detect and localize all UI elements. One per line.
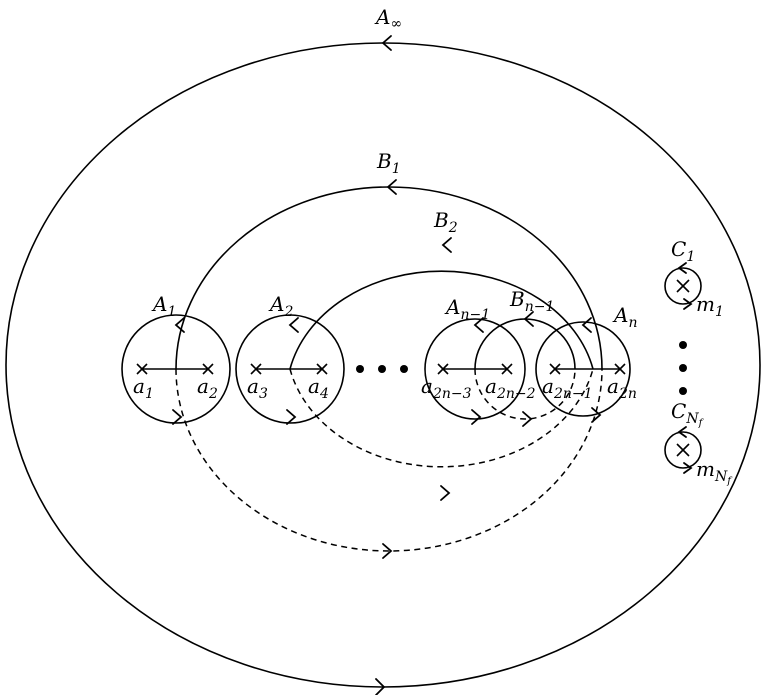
an-bottom-arrow — [591, 407, 602, 423]
vertical-ellipsis-dot — [679, 341, 687, 349]
b2-cycle-upper — [289, 270, 594, 370]
branch-point-label-a2n-1: a2n−1 — [542, 374, 593, 402]
vertical-ellipsis-dot — [679, 364, 687, 372]
ellipsis-dot — [356, 365, 364, 373]
an1-cycle-circle — [424, 318, 526, 420]
branch-point-cross — [501, 363, 513, 375]
an1-bottom-arrow — [471, 409, 482, 425]
branch-point-label-a2n-3: a2n−3 — [421, 374, 472, 402]
branch-point-cross — [437, 363, 449, 375]
a2-top-arrow — [288, 317, 299, 333]
a-infinity-bottom-arrow — [375, 678, 386, 695]
ellipsis-dot — [378, 365, 386, 373]
ellipsis-dot — [400, 365, 408, 373]
mnf-label: mNf — [696, 457, 733, 487]
mass-point-cross — [676, 279, 690, 293]
b1-top-arrow — [386, 179, 397, 195]
b1-cycle-lower — [175, 368, 603, 552]
a1-label: A1 — [151, 292, 176, 320]
an-cycle-circle — [535, 321, 631, 417]
cnf-top-arrow — [677, 426, 687, 438]
a1-top-arrow — [174, 317, 185, 333]
a-infinity-top-arrow — [381, 35, 392, 51]
branch-point-label-a2n: a2n — [607, 374, 637, 402]
branch-point-cross — [549, 363, 561, 375]
b2-top-arrow — [441, 237, 452, 253]
branch-point-cross — [316, 363, 328, 375]
an-label: An — [612, 303, 637, 331]
branch-point-cross — [614, 363, 626, 375]
bn1-cycle-lower — [474, 368, 576, 420]
cnf-bottom-arrow — [683, 462, 693, 474]
a2-bottom-arrow — [286, 409, 297, 425]
c1-bottom-arrow — [683, 298, 693, 310]
cnf-label: CNf — [671, 399, 705, 429]
branch-point-label-a4: a4 — [308, 374, 329, 402]
an1-label: An−1 — [444, 295, 490, 323]
cnf-cycle-circle — [664, 431, 702, 469]
branch-point-label-a2n-2: a2n−2 — [485, 374, 536, 402]
an1-top-arrow — [473, 317, 484, 333]
a2-cycle-circle — [235, 314, 345, 424]
branch-point-cross — [202, 363, 214, 375]
b2-label: B2 — [433, 208, 458, 236]
b2-cycle-lower — [289, 368, 594, 468]
branch-point-label-a2: a2 — [197, 374, 218, 402]
m1-label: m1 — [696, 292, 724, 320]
bn1-label: Bn−1 — [509, 287, 554, 315]
a-infinity-contour — [5, 42, 761, 688]
a-infinity-label: A∞ — [374, 5, 402, 32]
c1-label: C1 — [671, 237, 695, 265]
branch-point-label-a3: a3 — [247, 374, 268, 402]
a1-bottom-arrow — [172, 409, 183, 425]
branch-point-label-a1: a1 — [133, 374, 154, 402]
b2-bottom-arrow — [440, 485, 451, 501]
a2-label: A2 — [268, 292, 293, 320]
branch-point-cross — [250, 363, 262, 375]
vertical-ellipsis-dot — [679, 387, 687, 395]
b1-bottom-arrow — [382, 543, 393, 559]
c1-top-arrow — [677, 262, 687, 274]
mass-point-cross — [676, 443, 690, 457]
c1-cycle-circle — [664, 267, 702, 305]
an-top-arrow — [581, 317, 592, 333]
a1-cycle-circle — [121, 314, 231, 424]
branch-point-cross — [136, 363, 148, 375]
bn1-top-arrow — [523, 311, 534, 327]
bn1-bottom-arrow — [522, 411, 533, 427]
b1-label: B1 — [376, 149, 401, 177]
